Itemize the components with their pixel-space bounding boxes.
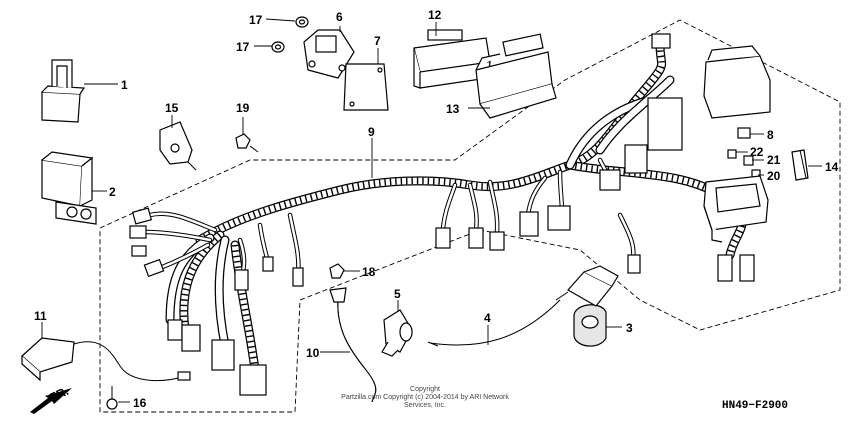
front-arrow-icon: FR. [30, 384, 72, 414]
callout-5: 5 [394, 287, 401, 301]
part-21-fuse[interactable] [743, 155, 754, 166]
callout-2: 2 [109, 185, 116, 199]
callout-11: 11 [34, 309, 47, 323]
part-7-plate[interactable] [343, 63, 389, 111]
part-8-cap[interactable] [737, 127, 751, 139]
callout-4: 4 [484, 311, 491, 325]
callout-12: 12 [428, 8, 442, 22]
part-5-plug-cap[interactable] [381, 309, 413, 357]
callout-22: 22 [750, 145, 764, 159]
part-6-sensor[interactable] [303, 29, 355, 79]
callout-21: 21 [767, 153, 781, 167]
callout-3: 3 [626, 321, 633, 335]
callout-14: 14 [825, 160, 839, 174]
diagram-code: HN49−F2900 [722, 400, 789, 412]
part-10-ground-cable[interactable] [329, 287, 377, 403]
callout-9: 9 [368, 125, 375, 139]
callout-8: 8 [767, 128, 774, 142]
part-4-starter-relay-cable[interactable] [427, 265, 619, 347]
front-label: FR. [47, 384, 70, 405]
part-22-fuse[interactable] [727, 149, 737, 159]
fuse-box-assembly[interactable] [703, 45, 771, 243]
copyright-notice: Copyright Partzilla.com Copyright (c) 20… [330, 386, 520, 410]
part-17-nut-lower[interactable] [271, 41, 285, 53]
harness-connectors [129, 33, 755, 396]
callout-18: 18 [362, 265, 376, 279]
callout-10: 10 [306, 346, 320, 360]
part-18-bolt[interactable] [329, 263, 345, 279]
callout-17-upper: 17 [249, 13, 263, 27]
callout-1: 1 [121, 78, 128, 92]
part-17-nut-upper[interactable] [295, 16, 309, 28]
part-15-bracket[interactable] [159, 121, 197, 171]
callout-15: 15 [165, 101, 179, 115]
part-16-bolt[interactable] [106, 386, 118, 410]
callout-17-lower: 17 [236, 40, 250, 54]
callout-19: 19 [236, 101, 250, 115]
callout-16: 16 [133, 396, 147, 410]
callout-20: 20 [767, 169, 781, 183]
part-3-starter-boot[interactable] [573, 304, 607, 347]
main-wire-harness[interactable] [142, 40, 747, 375]
callout-6: 6 [336, 10, 343, 24]
assembly-outline [99, 19, 841, 413]
part-11-sub-harness[interactable] [21, 337, 191, 382]
part-13-control-unit[interactable] [475, 33, 557, 119]
callout-labels: 1 2 3 4 5 6 7 8 9 10 11 12 13 14 15 16 1… [34, 8, 839, 410]
callout-13: 13 [446, 102, 460, 116]
copyright-line-1: Copyright [410, 386, 440, 393]
part-19-bolt[interactable] [235, 133, 259, 153]
copyright-line-2: Partzilla.com Copyright (c) 2004-2014 by… [341, 394, 509, 409]
leader-lines [41, 18, 822, 403]
part-2-regulator[interactable] [41, 151, 97, 225]
part-14-clip[interactable] [791, 149, 809, 181]
part-1-relay-cover[interactable] [41, 59, 86, 123]
callout-7: 7 [374, 34, 381, 48]
